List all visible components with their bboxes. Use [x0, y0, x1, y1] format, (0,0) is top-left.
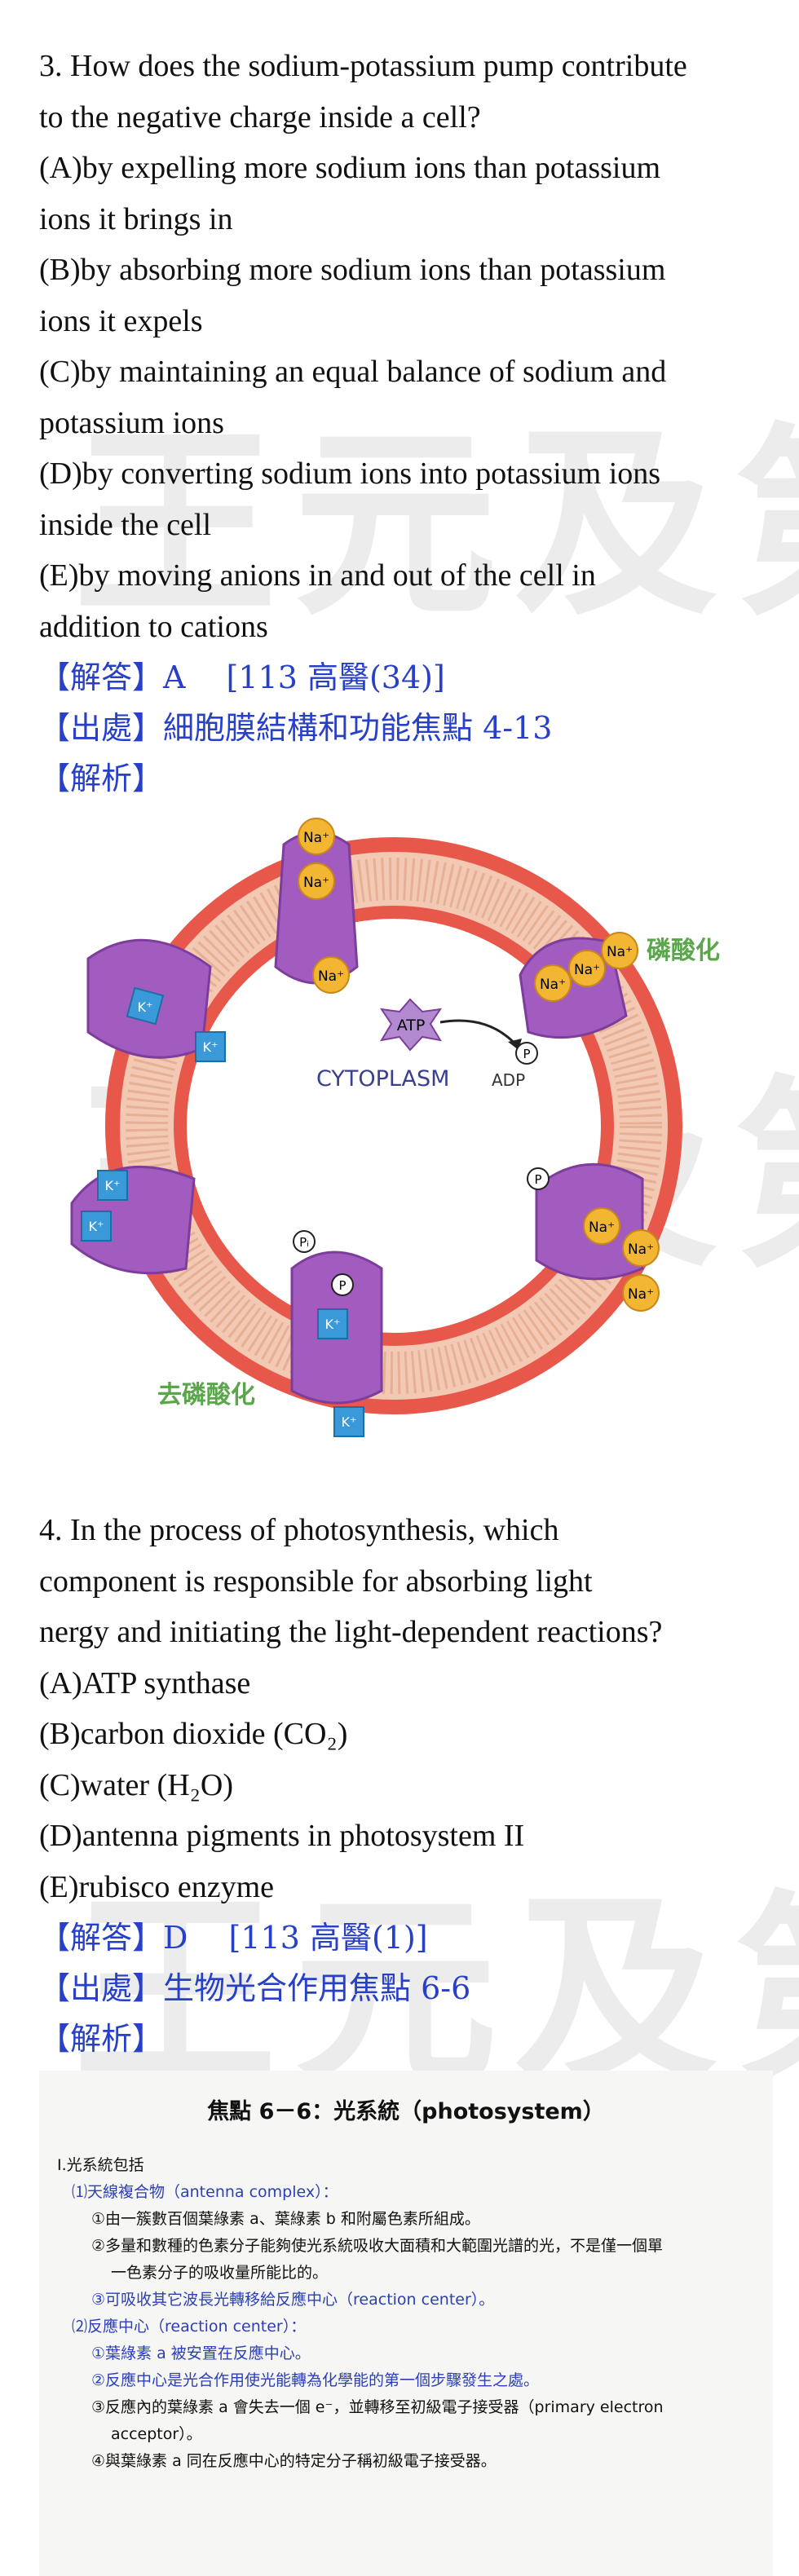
- na-ion-label: Na⁺: [589, 1220, 615, 1236]
- q4-answer: 【解答】D [113 高醫(1)]: [39, 1920, 428, 1956]
- atp-arrow: [439, 1019, 519, 1048]
- na-ion-label: Na⁺: [303, 830, 329, 846]
- na-ion-7: Na⁺: [583, 1207, 620, 1245]
- phosphate-label: P: [338, 1278, 346, 1293]
- na-ion-label: Na⁺: [303, 875, 329, 891]
- phosphate-label: P: [523, 1047, 530, 1061]
- membrane-inner: [174, 906, 614, 1346]
- note-line: 一色素分子的吸收量所能比的。: [111, 2264, 329, 2282]
- note-line: ④與葉綠素 a 同在反應中心的特定分子稱初級電子接受器。: [91, 2452, 497, 2470]
- adp-label: ADP: [492, 1070, 525, 1090]
- q4-line: (A)ATP synthase: [39, 1665, 251, 1700]
- k-ion-label: K⁺: [342, 1414, 357, 1430]
- cytoplasm-label: CYTOPLASM: [316, 1066, 449, 1092]
- question-4: 4. In the process of photosynthesis, whi…: [39, 1505, 773, 1912]
- na-ion-4: Na⁺: [534, 964, 572, 1002]
- q3-line: addition to cations: [39, 609, 268, 644]
- note-line: I.光系統包括: [57, 2156, 144, 2174]
- membrane-stripes: [126, 858, 662, 1394]
- note-line: ⑵反應中心（reaction center）：: [72, 2318, 307, 2336]
- phosphate-4: P: [331, 1273, 354, 1296]
- na-ion-label: Na⁺: [607, 944, 633, 960]
- q4-source: 【出處】生物光合作用焦點 6-6: [39, 1970, 471, 2006]
- sodium-potassium-pump-figure: Na⁺ Na⁺ Na⁺ Na⁺ Na⁺ Na⁺ Na⁺ Na⁺ Na⁺ K⁺ K…: [70, 818, 720, 1437]
- q3-line: (E)by moving anions in and out of the ce…: [39, 558, 596, 593]
- q4-answer-block: 【解答】D [113 高醫(1)] 【出處】生物光合作用焦點 6-6 【解析】: [39, 1912, 773, 2064]
- k-ion-4: K⁺: [81, 1211, 112, 1242]
- q4-line: (E)rubisco enzyme: [39, 1869, 275, 1904]
- phosphate-2: P: [527, 1167, 550, 1190]
- na-ion-6: Na⁺: [601, 932, 638, 969]
- k-ion-label: K⁺: [325, 1317, 341, 1332]
- q3-answer-block: 【解答】A [113 高醫(34)] 【出處】細胞膜結構和功能焦點 4-13 【…: [39, 652, 773, 804]
- q4-line: (D)antenna pigments in photosystem II: [39, 1819, 525, 1853]
- phosphorylation-label: 磷酸化: [647, 937, 720, 965]
- note-line: ⑴天線複合物（antenna complex）：: [72, 2183, 338, 2201]
- note-line: ②反應中心是光合作用使光能轉為化學能的第一個步驟發生之處。: [91, 2371, 540, 2389]
- note-title: 焦點 6－6：光系統（photosystem）: [207, 2099, 605, 2124]
- note-line: ③可吸收其它波長光轉移給反應中心（reaction center）。: [91, 2291, 495, 2309]
- q4-line: (B)carbon dioxide (CO₂): [39, 1717, 348, 1751]
- q3-line: 3. How does the sodium-potassium pump co…: [39, 49, 687, 83]
- q3-line: ions it brings in: [39, 201, 233, 236]
- k-ion-label: K⁺: [203, 1039, 219, 1055]
- note-line: acceptor）。: [111, 2425, 202, 2443]
- na-ion-1: Na⁺: [298, 818, 335, 855]
- q4-explain: 【解析】: [39, 2021, 164, 2057]
- phosphate-label: Pᵢ: [299, 1235, 309, 1250]
- q3-line: (B)by absorbing more sodium ions than po…: [39, 253, 666, 287]
- q3-line: (C)by maintaining an equal balance of so…: [39, 355, 667, 389]
- k-ion-5: K⁺: [317, 1308, 348, 1339]
- q3-line: inside the cell: [39, 507, 212, 542]
- phosphate-label: P: [534, 1172, 541, 1187]
- note-body: I.光系統包括 ⑴天線複合物（antenna complex）： ①由一簇數百個…: [57, 2152, 755, 2475]
- q3-line: (A)by expelling more sodium ions than po…: [39, 151, 661, 185]
- note-line: ③反應內的葉綠素 a 會失去一個 e⁻，並轉移至初級電子接受器（primary …: [91, 2398, 664, 2416]
- note-line: ②多量和數種的色素分子能夠使光系統吸收大面積和大範圍光譜的光，不是僅一個單: [91, 2237, 664, 2255]
- k-ion-6: K⁺: [333, 1406, 364, 1437]
- q3-line: (D)by converting sodium ions into potass…: [39, 457, 661, 491]
- q3-line: ions it expels: [39, 303, 203, 338]
- q4-line: component is responsible for absorbing l…: [39, 1564, 593, 1599]
- q3-source: 【出處】細胞膜結構和功能焦點 4-13: [39, 710, 553, 746]
- na-ion-label: Na⁺: [628, 1286, 654, 1303]
- question-3: 3. How does the sodium-potassium pump co…: [39, 41, 773, 652]
- k-ion-1: K⁺: [126, 986, 165, 1026]
- q3-line: to the negative charge inside a cell?: [39, 99, 481, 135]
- atp-star: ATP: [379, 998, 443, 1052]
- phosphate-3: Pᵢ: [293, 1230, 316, 1253]
- na-ion-label: Na⁺: [628, 1242, 654, 1258]
- na-ion-9: Na⁺: [622, 1274, 660, 1312]
- q3-explain: 【解析】: [39, 761, 164, 796]
- na-ion-label: Na⁺: [318, 968, 344, 985]
- k-ion-label: K⁺: [105, 1178, 121, 1193]
- q3-answer: 【解答】A [113 高醫(34)]: [39, 659, 445, 695]
- na-ion-5: Na⁺: [568, 950, 606, 987]
- na-ion-label: Na⁺: [540, 977, 566, 993]
- na-ion-2: Na⁺: [298, 862, 335, 900]
- q4-line: 4. In the process of photosynthesis, whi…: [39, 1513, 559, 1547]
- phosphate-1: P: [515, 1042, 538, 1065]
- photosystem-note-figure: 焦點 6－6：光系統（photosystem） I.光系統包括 ⑴天線複合物（a…: [39, 2071, 773, 2576]
- na-ion-8: Na⁺: [622, 1229, 660, 1267]
- k-ion-2: K⁺: [195, 1031, 226, 1062]
- spacer: [39, 1440, 773, 1505]
- q4-line: nergy and initiating the light-dependent…: [39, 1615, 663, 1649]
- na-ion-label: Na⁺: [574, 962, 600, 978]
- q3-line: potassium ions: [39, 405, 224, 440]
- note-line: ①由一簇數百個葉綠素 a、葉綠素 b 和附屬色素所組成。: [91, 2210, 480, 2228]
- k-ion-3: K⁺: [97, 1170, 128, 1201]
- k-ion-label: K⁺: [138, 999, 153, 1015]
- atp-label: ATP: [397, 1017, 426, 1034]
- document-body: 3. How does the sodium-potassium pump co…: [39, 41, 773, 2576]
- q4-line: (C)water (H₂O): [39, 1767, 233, 1802]
- k-ion-label: K⁺: [89, 1219, 104, 1234]
- na-ion-3: Na⁺: [312, 956, 350, 994]
- note-line: ①葉綠素 a 被安置在反應中心。: [91, 2344, 311, 2362]
- dephosphorylation-label: 去磷酸化: [157, 1381, 255, 1409]
